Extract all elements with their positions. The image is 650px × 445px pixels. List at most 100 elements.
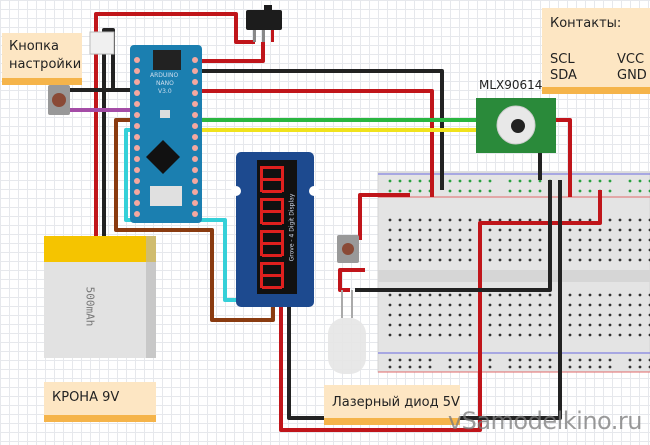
breadboard-hole <box>488 358 492 362</box>
breadboard-hole <box>528 313 532 317</box>
breadboard-hole <box>488 228 492 232</box>
breadboard-hole <box>538 238 542 242</box>
breadboard-hole <box>578 238 582 242</box>
breadboard-hole <box>438 333 442 337</box>
breadboard-hole <box>428 333 432 337</box>
digit-segment <box>262 242 282 245</box>
digit-segment <box>262 286 282 289</box>
breadboard-hole <box>538 293 542 297</box>
breadboard-hole <box>538 189 542 193</box>
breadboard-hole <box>408 258 412 262</box>
breadboard-hole <box>458 303 462 307</box>
breadboard-hole <box>528 258 532 262</box>
digit-segment <box>260 230 263 244</box>
breadboard-hole <box>588 248 592 252</box>
breadboard-hole <box>388 228 392 232</box>
breadboard-hole <box>508 365 512 369</box>
breadboard-hole <box>588 179 592 183</box>
breadboard-hole <box>588 358 592 362</box>
breadboard-hole <box>398 333 402 337</box>
button-note-line1: Кнопка <box>9 39 60 54</box>
breadboard-hole <box>488 248 492 252</box>
breadboard-hole <box>458 238 462 242</box>
breadboard-hole <box>408 228 412 232</box>
breadboard-hole <box>508 179 512 183</box>
breadboard-hole <box>638 333 642 337</box>
breadboard-hole <box>568 333 572 337</box>
breadboard-hole <box>578 323 582 327</box>
breadboard-hole <box>518 238 522 242</box>
breadboard-hole <box>608 228 612 232</box>
digit-segment <box>262 262 282 265</box>
breadboard-hole <box>548 313 552 317</box>
breadboard-hole <box>438 248 442 252</box>
breadboard-hole <box>618 248 622 252</box>
wire-disp-vcc <box>279 190 602 432</box>
breadboard-hole <box>518 323 522 327</box>
breadboard-hole <box>438 323 442 327</box>
breadboard-hole <box>448 258 452 262</box>
breadboard-hole <box>428 238 432 242</box>
breadboard-hole <box>578 258 582 262</box>
arduino-pin <box>134 79 140 85</box>
breadboard-hole <box>438 313 442 317</box>
breadboard-hole <box>448 293 452 297</box>
digit-segment <box>281 198 284 212</box>
breadboard-hole <box>598 333 602 337</box>
breadboard-hole <box>488 189 492 193</box>
wire-bat-gnd <box>102 28 115 240</box>
breadboard-hole <box>468 365 472 369</box>
breadboard-hole <box>548 303 552 307</box>
breadboard-hole <box>638 218 642 222</box>
breadboard-hole <box>488 258 492 262</box>
breadboard-hole <box>458 313 462 317</box>
wire-laser-btn <box>338 268 365 292</box>
breadboard-hole <box>588 323 592 327</box>
breadboard-hole <box>568 218 572 222</box>
breadboard-hole <box>608 189 612 193</box>
breadboard-hole <box>448 358 452 362</box>
breadboard-hole <box>458 333 462 337</box>
breadboard-hole <box>418 258 422 262</box>
breadboard-hole <box>638 228 642 232</box>
breadboard-hole <box>528 228 532 232</box>
arduino-pin <box>192 178 198 184</box>
slide-switch[interactable] <box>246 5 282 42</box>
battery-note-text: КРОНА 9V <box>52 390 120 405</box>
arduino-pin <box>192 101 198 107</box>
breadboard-hole <box>418 303 422 307</box>
breadboard-hole <box>388 238 392 242</box>
breadboard-hole <box>528 333 532 337</box>
breadboard-hole <box>538 258 542 262</box>
arduino-pin <box>192 90 198 96</box>
breadboard-hole <box>618 258 622 262</box>
breadboard-hole <box>398 228 402 232</box>
laser-button[interactable] <box>337 235 359 263</box>
breadboard-hole <box>428 248 432 252</box>
breadboard-hole <box>398 313 402 317</box>
breadboard-hole <box>518 303 522 307</box>
breadboard-hole <box>408 189 412 193</box>
breadboard-hole <box>578 313 582 317</box>
digit-segment <box>281 210 284 224</box>
breadboard-hole <box>408 179 412 183</box>
breadboard-hole <box>518 248 522 252</box>
wire-sensor-vcc <box>550 118 572 197</box>
breadboard-hole <box>448 303 452 307</box>
breadboard-hole <box>428 313 432 317</box>
breadboard-hole <box>548 333 552 337</box>
breadboard-hole <box>448 238 452 242</box>
breadboard-hole <box>608 258 612 262</box>
breadboard-hole <box>598 293 602 297</box>
breadboard-hole <box>448 365 452 369</box>
breadboard-hole <box>428 303 432 307</box>
digit-segment <box>262 274 282 277</box>
breadboard-hole <box>508 248 512 252</box>
breadboard-hole <box>468 293 472 297</box>
watermark: vSamodelkino.ru <box>447 407 643 435</box>
breadboard-hole <box>508 258 512 262</box>
breadboard-hole <box>508 358 512 362</box>
breadboard-hole <box>608 293 612 297</box>
arduino-pin <box>192 145 198 151</box>
settings-button[interactable] <box>48 85 70 115</box>
